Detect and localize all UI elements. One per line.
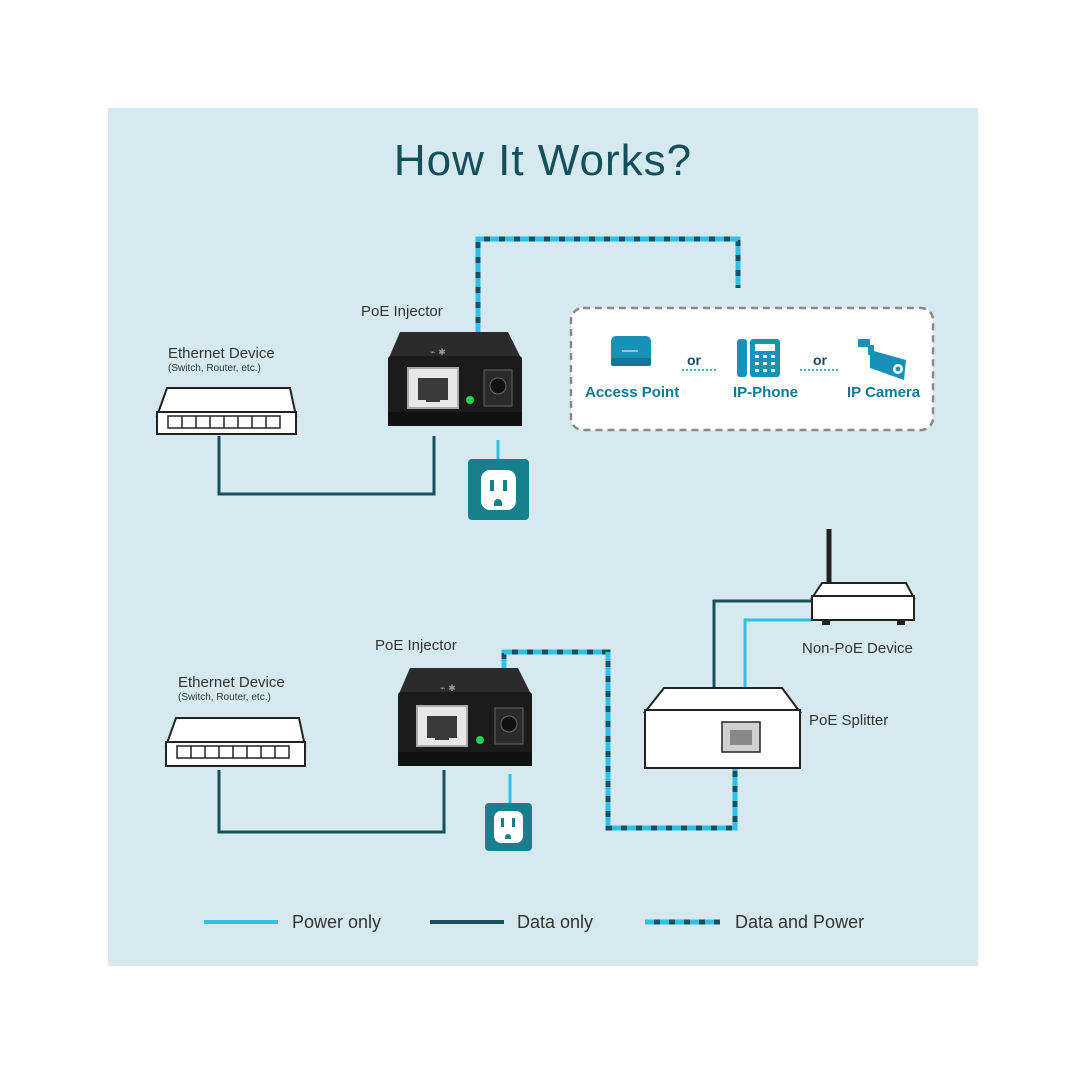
top-power-outlet <box>468 459 529 520</box>
splitter-label: PoE Splitter <box>809 712 889 729</box>
svg-text:⌁ ✱: ⌁ ✱ <box>440 684 456 694</box>
bottom-poe-injector: ⌁ ✱ <box>398 668 532 766</box>
ip-camera-label: IP Camera <box>847 384 921 401</box>
top-ethernet-switch <box>155 387 298 435</box>
svg-text:⌁ ✱: ⌁ ✱ <box>430 348 446 358</box>
bottom-injector-label: PoE Injector <box>375 637 457 654</box>
top-ethernet-sub: (Switch, Router, etc.) <box>168 363 261 374</box>
top-ethernet-label: Ethernet Device <box>168 345 275 362</box>
bottom-data-power-cable <box>501 649 738 831</box>
bottom-power-outlet <box>485 803 532 851</box>
ip-phone-icon <box>737 339 780 377</box>
or-text-1: or <box>687 352 701 368</box>
top-poe-injector: ⌁ ✱ <box>388 332 522 426</box>
legend-power-label: Power only <box>292 912 382 932</box>
diagram-panel <box>108 108 978 966</box>
bottom-data-cable <box>217 770 446 834</box>
ip-camera-icon <box>858 339 906 380</box>
non-poe-label: Non-PoE Device <box>802 640 913 657</box>
ip-phone-label: IP-Phone <box>733 384 799 401</box>
non-poe-device <box>810 529 916 625</box>
access-point-icon <box>611 336 651 366</box>
page-title: How It Works? <box>393 136 693 185</box>
splitter-data-cable <box>712 599 812 688</box>
bottom-ethernet-label: Ethernet Device <box>178 674 285 691</box>
legend-data-power-label: Data and Power <box>735 912 865 932</box>
top-data-cable <box>217 436 436 496</box>
bottom-ethernet-switch <box>164 717 307 767</box>
poe-splitter <box>642 687 802 769</box>
top-data-power-cable <box>475 236 741 332</box>
bottom-ethernet-sub: (Switch, Router, etc.) <box>178 692 271 703</box>
top-injector-label: PoE Injector <box>361 303 443 320</box>
legend-data-label: Data only <box>517 912 594 932</box>
access-point-label: Access Point <box>585 384 680 401</box>
splitter-power-cable <box>743 618 812 688</box>
or-text-2: or <box>813 352 827 368</box>
